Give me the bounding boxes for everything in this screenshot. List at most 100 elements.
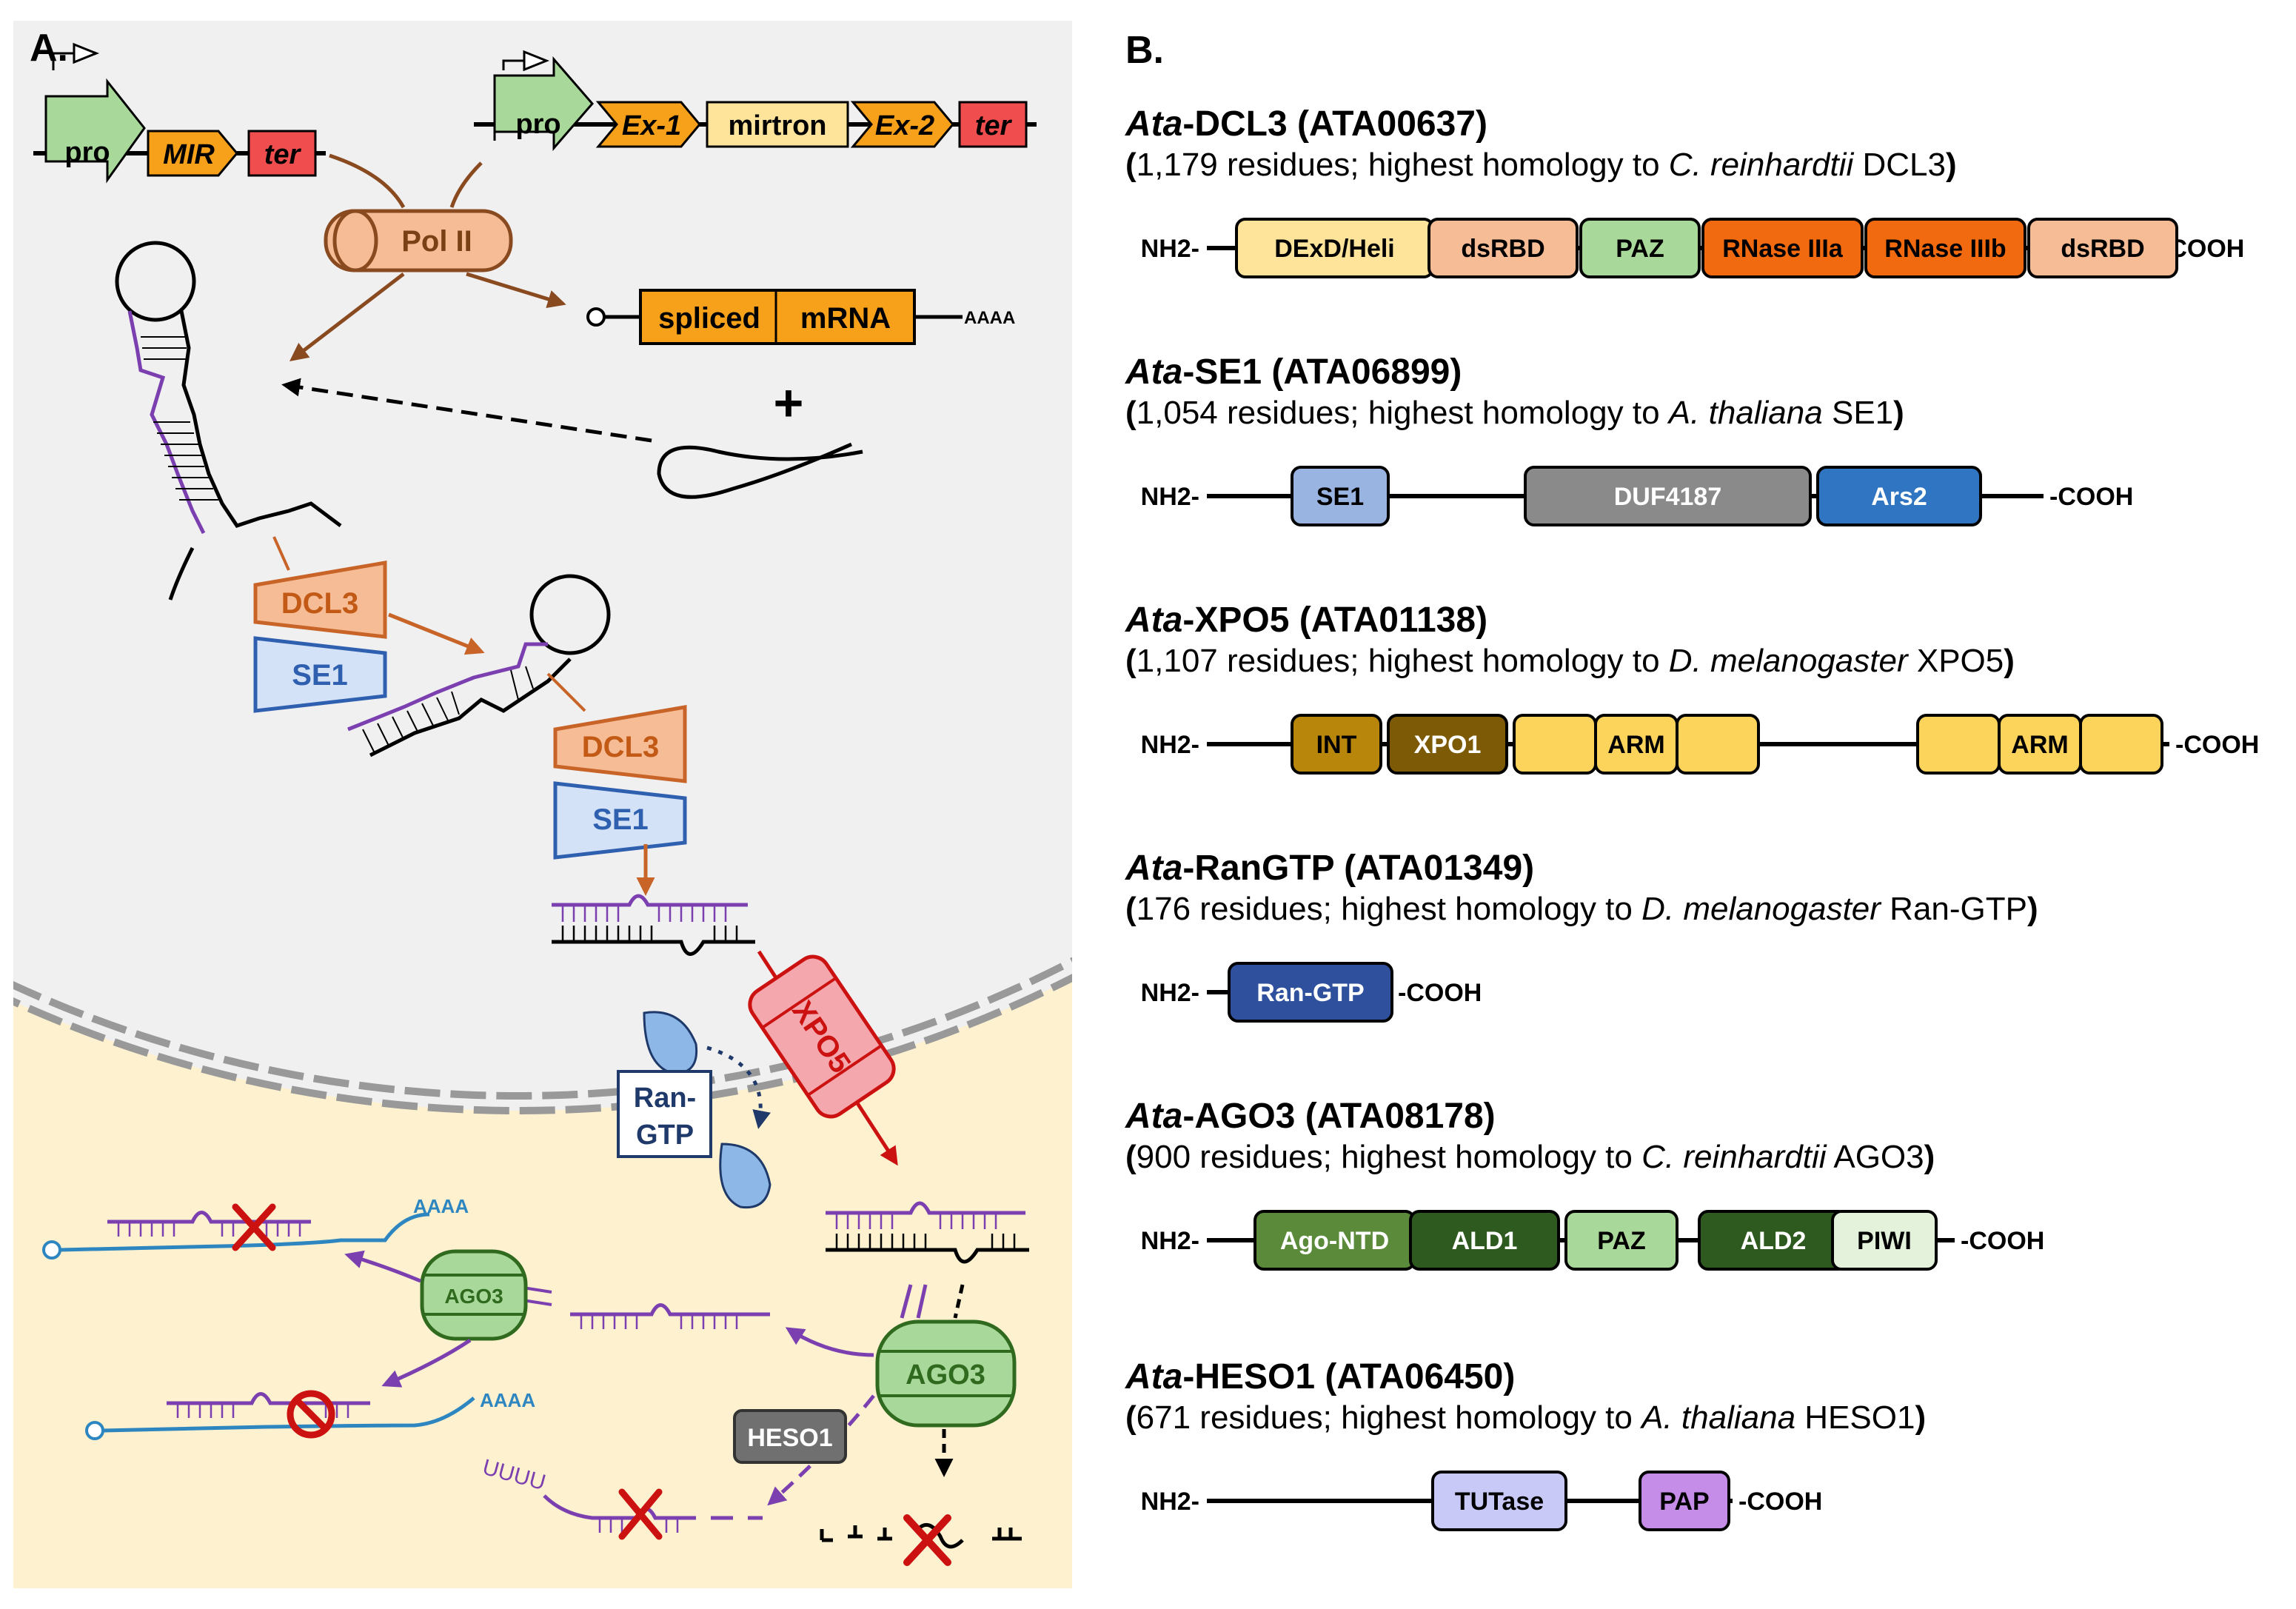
homolog-organism: C. reinhardtii: [1641, 1139, 1827, 1175]
exon1-box: [595, 101, 701, 148]
terminator-box: [958, 101, 1028, 148]
nh2-terminus-label: NH2-: [1141, 731, 1199, 759]
spliced-intron-lariat: [657, 442, 863, 499]
tss-arrow-icon: [52, 52, 74, 70]
domain-box: [2027, 218, 2178, 278]
domain-label: PAZ: [1616, 235, 1664, 263]
domain-box: [1291, 466, 1390, 526]
protein-prefix: Ata: [1125, 1357, 1183, 1396]
tss-arrow-icon: [502, 59, 524, 70]
domain-box: [1676, 714, 1760, 775]
protein-prefix: Ata: [1125, 849, 1183, 888]
plus-sign: +: [774, 374, 804, 432]
homolog-organism: D. melanogaster: [1641, 891, 1881, 927]
domain-label: DExD/Heli: [1274, 235, 1395, 263]
protein-prefix: Ata: [1125, 104, 1183, 144]
domain-box: [1524, 466, 1812, 526]
domain-label: Ago-NTD: [1280, 1227, 1389, 1255]
domain-box: [2079, 714, 2163, 775]
homolog-organism: A. thaliana: [1668, 395, 1823, 431]
mir-box: [147, 130, 238, 177]
mirtron-label: mirtron: [729, 110, 827, 141]
se1-label: SE1: [592, 803, 649, 836]
protein-description: (671 residues; highest homology to A. th…: [1125, 1399, 1927, 1436]
cleavage-cross-icon: [232, 1203, 276, 1251]
degradation-cross-icon: [618, 1488, 663, 1540]
nuclear-envelope-inner: [13, 957, 1072, 1100]
residue-count: 1,054: [1136, 395, 1218, 431]
terminator-label: ter: [975, 110, 1013, 141]
domain-label: Ran-GTP: [1256, 979, 1364, 1007]
protein-title: Ata-RanGTP (ATA01349): [1125, 848, 1534, 889]
domain-label: ALD2: [1741, 1227, 1807, 1255]
protein-prefix: Ata: [1125, 601, 1183, 640]
dcl3-shape: [253, 561, 387, 639]
cooh-terminus-label: -COOH: [2049, 483, 2133, 511]
translational-repression: AAAA: [85, 1389, 535, 1440]
protein-description: (900 residues; highest homology to C. re…: [1125, 1139, 1935, 1175]
protein-prefix: Ata: [1125, 352, 1183, 392]
degraded-passenger-strand: [820, 1522, 1022, 1549]
residue-count: 671: [1136, 1399, 1191, 1436]
gene-mirtron: pro Ex-1 mirtron Ex-2 ter: [474, 50, 1037, 152]
rangtp-label-line1: Ran-: [634, 1083, 696, 1114]
nh2-terminus-label: NH2-: [1141, 1227, 1199, 1255]
domain-box: [1864, 218, 2026, 278]
heso1-label: HESO1: [747, 1424, 832, 1452]
ago3-risc: AGO3: [344, 1249, 552, 1388]
mrna-left-label: spliced: [658, 302, 760, 335]
rangtp-box: [617, 1070, 712, 1158]
domain-label: TUTase: [1455, 1488, 1544, 1516]
mrna-right-label: mRNA: [800, 302, 891, 335]
domain-label: SE1: [1316, 483, 1364, 511]
dcl3-se1-complex-2: DCL3 SE1: [553, 705, 687, 896]
dcl3-label: DCL3: [281, 587, 358, 620]
terminator-label: ter: [264, 139, 302, 170]
protein-description: (1,107 residues; highest homology to D. …: [1125, 643, 2015, 679]
ago3-shape: [420, 1249, 528, 1341]
promoter-arrow-icon: [493, 56, 594, 152]
pol2-label: Pol II: [401, 225, 472, 258]
homolog-organism: A. thaliana: [1641, 1399, 1796, 1436]
se1-label: SE1: [292, 659, 348, 692]
protein-name: -DCL3 (ATA00637): [1182, 104, 1487, 144]
residue-count: 1,107: [1136, 643, 1218, 679]
promoter-arrow-icon: [44, 78, 146, 184]
protein-title: Ata-SE1 (ATA06899): [1125, 352, 1462, 392]
polya-tail-label: AAAA: [413, 1195, 469, 1217]
rangtp-hydrolysis-arrow: [706, 1046, 771, 1129]
domain-label: dsRBD: [2061, 235, 2144, 263]
cooh-terminus-label: -COOH: [1961, 1227, 2044, 1255]
protein-prefix: Ata: [1125, 1097, 1183, 1136]
homolog-name: HESO1: [1804, 1399, 1915, 1436]
ago3-label: AGO3: [444, 1285, 503, 1308]
exon1-label: Ex-1: [622, 110, 681, 141]
domain-box: [1816, 466, 1982, 526]
domain-label: RNase IIIa: [1722, 235, 1844, 263]
domain-box: [1409, 1210, 1560, 1271]
cooh-terminus-label: -COOH: [1738, 1488, 1822, 1516]
domain-label: XPO1: [1414, 731, 1482, 759]
rangtp-label-line2: GTP: [636, 1120, 694, 1151]
cytoplasmic-mirna-duplex: [826, 1201, 1029, 1264]
domain-label: PAP: [1659, 1488, 1709, 1516]
spliced-mrna: spliced mRNA AAAA: [586, 289, 1015, 345]
mature-mirna: [570, 1303, 770, 1329]
protein-name: -AGO3 (ATA08178): [1182, 1097, 1496, 1136]
domain-box: [1639, 1471, 1730, 1531]
mirtron-box: [706, 101, 849, 148]
mrna-box: [639, 289, 916, 345]
mir-label: MIR: [163, 139, 215, 170]
protein-name: -HESO1 (ATA06450): [1182, 1357, 1516, 1396]
domain-box: [1387, 714, 1508, 775]
domain-label: PIWI: [1857, 1227, 1912, 1255]
protein-title: Ata-XPO5 (ATA01138): [1125, 600, 1487, 640]
exon2-box: [850, 101, 954, 148]
protein-name: -RanGTP (ATA01349): [1182, 849, 1535, 888]
cooh-terminus-label: -COOH: [1398, 979, 1482, 1007]
